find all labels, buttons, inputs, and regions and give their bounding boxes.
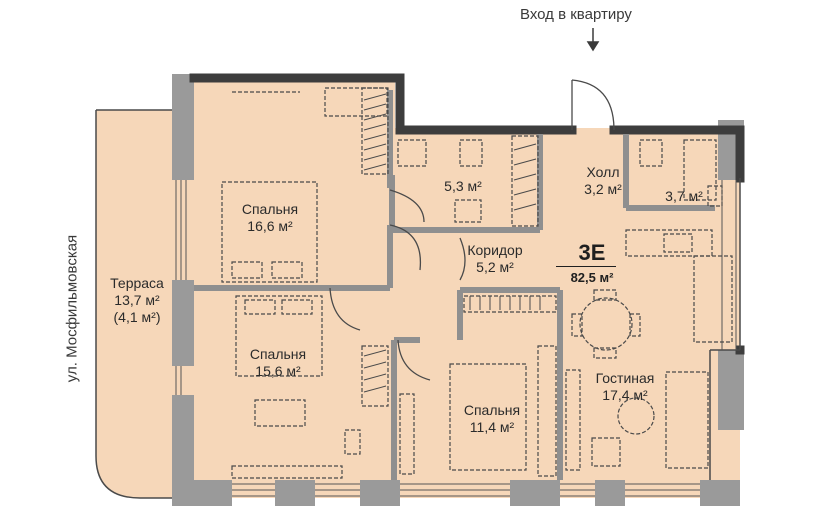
bedroom3-area: 11,4 м² (469, 419, 515, 435)
room-label-bedroom3: Спальня 11,4 м² (444, 402, 540, 436)
apartment-area: 82,5 м² (570, 270, 614, 285)
bedroom1-area: 16,6 м² (247, 218, 293, 234)
terrace-area: 13,7 м² (114, 292, 160, 308)
bedroom2-area: 15,6 м² (255, 363, 301, 379)
bed-2 (235, 295, 323, 377)
living-area: 17,4 м² (602, 387, 648, 403)
dining-table (579, 297, 633, 351)
bathtub-1 (511, 135, 539, 227)
wardrobe-hatch (363, 93, 541, 393)
apartment-floor-east (395, 128, 740, 498)
street-label: ул. Мосфильмовская (63, 234, 81, 383)
room-label-bathroom1: 5,3 м² (428, 178, 498, 195)
room-label-terrace: Терраса 13,7 м² (4,1 м²) (102, 275, 172, 326)
corridor-name: Коридор (467, 242, 523, 258)
kitchen-counter (625, 229, 713, 257)
hall-area: 3,2 м² (584, 181, 622, 197)
entrance-label: Вход в квартиру (520, 6, 632, 23)
living-name: Гостиная (595, 370, 655, 386)
desk-2 (254, 399, 306, 427)
interior-walls (194, 90, 715, 480)
terrace-note: (4,1 м²) (113, 309, 161, 325)
shower-2 (683, 139, 717, 201)
columns (172, 74, 744, 506)
bed-1 (221, 181, 318, 283)
bathroom1-area: 5,3 м² (444, 178, 482, 194)
furniture (221, 87, 733, 479)
bed-3 (449, 363, 527, 471)
bedroom3-name: Спальня (463, 402, 521, 418)
wardrobe-3 (537, 345, 557, 477)
sink-1 (397, 139, 427, 167)
entrance-arrow (586, 28, 600, 52)
terrace-name: Терраса (110, 275, 164, 291)
room-label-bedroom1: Спальня 16,6 м² (225, 201, 315, 235)
bedroom2-name: Спальня (249, 346, 307, 362)
room-label-hall: Холл 3,2 м² (568, 164, 638, 198)
room-label-living: Гостиная 17,4 м² (580, 370, 670, 404)
apartment-divider (556, 266, 616, 267)
wardrobe-2 (361, 345, 389, 407)
apartment-code: 3E (578, 240, 606, 265)
bedroom1-name: Спальня (241, 201, 299, 217)
room-label-bedroom2: Спальня 15,6 м² (230, 346, 326, 380)
bathroom2-area: 3,7 м² (665, 188, 703, 204)
hall-name: Холл (586, 164, 620, 180)
windows (175, 180, 737, 497)
armchair (591, 437, 621, 467)
sofa (665, 371, 709, 469)
thin-walls (95, 109, 741, 499)
room-label-bathroom2: 3,7 м² (654, 188, 714, 205)
corridor-area: 5,2 м² (476, 259, 514, 275)
tv-unit (565, 369, 581, 471)
doors (329, 79, 615, 381)
terrace-floor (96, 110, 180, 498)
coffee-table (617, 397, 655, 435)
room-label-corridor: Коридор 5,2 м² (450, 242, 540, 276)
